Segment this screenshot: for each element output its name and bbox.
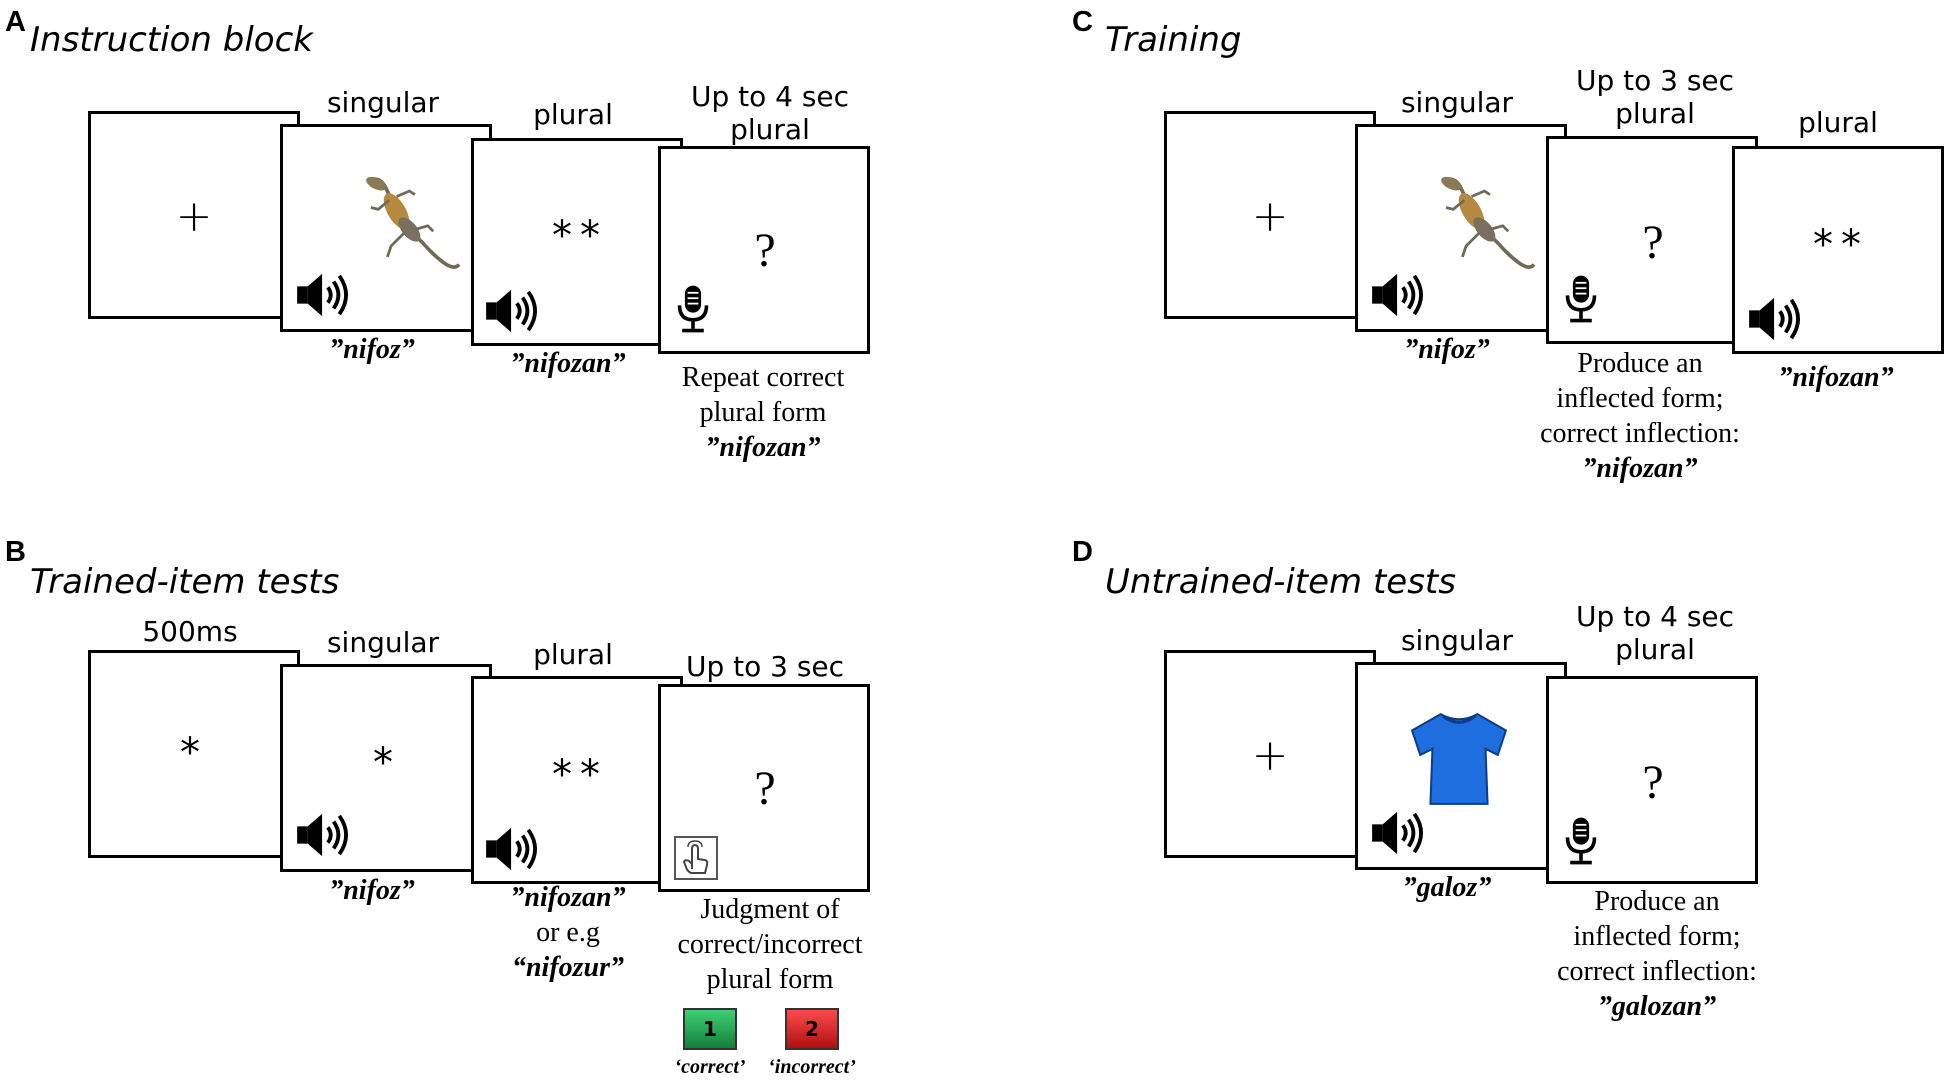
finger-press-icon: [673, 835, 719, 881]
speaker-icon: [1370, 271, 1428, 319]
b-header-plural: plural: [533, 638, 613, 671]
c-header-plural: plural: [1798, 106, 1878, 139]
d-header-singular: singular: [1400, 624, 1514, 657]
incorrect-key[interactable]: 2: [785, 1008, 839, 1050]
panel-d-title: Untrained-item tests: [1105, 562, 1456, 602]
b-word-singular: ”nifoz”: [329, 875, 415, 906]
a-frame-response: ?: [658, 146, 870, 354]
star-symbol: *: [373, 740, 401, 786]
b-word-plural-options: ”nifozan” or e.g “nifozur”: [510, 882, 626, 983]
plural-stars: **: [552, 752, 608, 798]
a-word-plural: ”nifozan”: [510, 348, 626, 379]
lizard-image: [343, 169, 463, 279]
fixation-cross: +: [1251, 191, 1289, 242]
plural-stars: **: [1813, 222, 1869, 268]
b-frame-singular: *: [280, 664, 492, 872]
speaker-icon: [484, 287, 542, 335]
a-word-singular: ”nifoz”: [329, 334, 415, 365]
incorrect-key-label: ‘incorrect’: [768, 1056, 856, 1078]
speaker-icon: [295, 271, 353, 319]
speaker-icon: [484, 825, 542, 873]
panel-b-letter: B: [5, 536, 26, 568]
microphone-icon: [1563, 815, 1599, 867]
b-frame-response: ?: [658, 684, 870, 892]
panel-c-title: Training: [1105, 20, 1242, 60]
a-frame-fixation: +: [88, 111, 300, 319]
speaker-icon: [295, 811, 353, 859]
panel-b-title: Trained-item tests: [30, 562, 340, 602]
d-frame-fixation: +: [1164, 650, 1376, 858]
correct-key-label: ‘correct’: [674, 1056, 746, 1078]
plural-stars: **: [552, 213, 608, 259]
fixation-cross: +: [1251, 730, 1289, 781]
a-frame-singular: [280, 124, 492, 332]
c-frame-singular: [1355, 124, 1567, 332]
correct-key[interactable]: 1: [683, 1008, 737, 1050]
c-word-singular: ”nifoz”: [1404, 334, 1490, 365]
b-header-time: Up to 3 sec: [685, 650, 845, 683]
panel-c-letter: C: [1072, 6, 1093, 38]
speaker-icon: [1747, 295, 1805, 343]
a-note: Repeat correct plural form ”nifozan”: [681, 362, 845, 463]
c-word-plural: ”nifozan”: [1778, 362, 1894, 393]
microphone-icon: [675, 283, 711, 335]
microphone-icon: [1563, 273, 1599, 325]
fixation-cross: +: [175, 191, 213, 242]
c-frame-plural: **: [1732, 146, 1944, 354]
b-header-500ms: 500ms: [142, 615, 238, 648]
question-mark: ?: [1642, 216, 1664, 269]
panel-a-title: Instruction block: [30, 20, 313, 60]
lizard-image: [1418, 169, 1538, 279]
c-frame-response: ?: [1546, 136, 1758, 344]
b-frame-plural: **: [471, 676, 683, 884]
panel-a-letter: A: [5, 6, 26, 38]
d-frame-singular: [1355, 662, 1567, 870]
c-note: Produce an inflected form; correct infle…: [1540, 348, 1740, 484]
panel-d-letter: D: [1072, 536, 1093, 568]
a-header-singular: singular: [326, 86, 440, 119]
d-frame-response: ?: [1546, 676, 1758, 884]
tshirt-image: [1408, 707, 1510, 811]
b-header-singular: singular: [326, 626, 440, 659]
d-word-singular: ”galoz”: [1402, 872, 1492, 903]
a-frame-plural: **: [471, 138, 683, 346]
c-frame-fixation: +: [1164, 111, 1376, 319]
question-mark: ?: [754, 224, 776, 277]
question-mark: ?: [1642, 756, 1664, 809]
star-symbol: *: [180, 730, 208, 776]
b-frame-star: *: [88, 650, 300, 858]
speaker-icon: [1370, 809, 1428, 857]
d-note: Produce an inflected form; correct infle…: [1557, 886, 1757, 1022]
a-header-plural: plural: [533, 98, 613, 131]
c-header-singular: singular: [1400, 86, 1514, 119]
b-note: Judgment of correct/incorrect plural for…: [677, 894, 863, 995]
question-mark: ?: [754, 762, 776, 815]
